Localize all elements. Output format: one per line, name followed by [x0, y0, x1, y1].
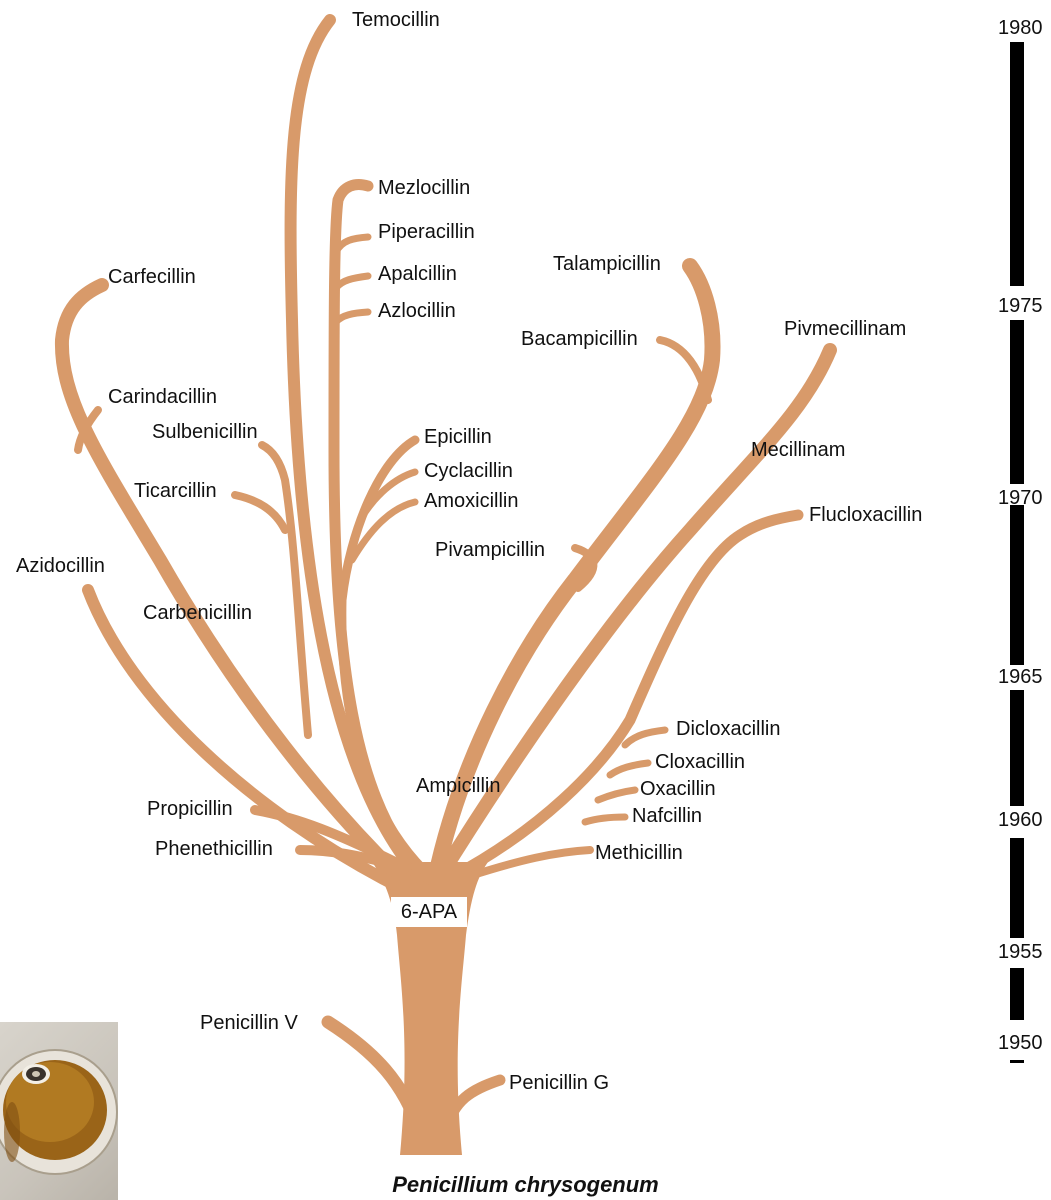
label-mezlocillin: Mezlocillin — [378, 178, 470, 198]
timeline-segment — [1010, 505, 1024, 665]
label-epicillin: Epicillin — [424, 427, 492, 447]
label-carindacillin: Carindacillin — [108, 387, 217, 407]
timeline-year-1970: 1970 — [998, 488, 1043, 508]
label-dicloxacillin: Dicloxacillin — [676, 719, 780, 739]
root-label-6-apa: 6-APA — [391, 897, 467, 927]
timeline-segment — [1010, 968, 1024, 1020]
mezlocillin-branch — [334, 185, 428, 878]
label-bacampicillin: Bacampicillin — [521, 329, 638, 349]
timeline-segment — [1010, 320, 1024, 484]
timeline-year-1955: 1955 — [998, 942, 1043, 962]
label-flucloxacillin: Flucloxacillin — [809, 505, 922, 525]
label-azidocillin: Azidocillin — [16, 556, 105, 576]
timeline-segment — [1010, 838, 1024, 938]
label-carfecillin: Carfecillin — [108, 267, 196, 287]
label-temocillin: Temocillin — [352, 10, 440, 30]
label-ampicillin: Ampicillin — [416, 776, 500, 796]
apalcillin-branch — [336, 276, 368, 288]
dicloxacillin-branch — [625, 730, 665, 745]
label-oxacillin: Oxacillin — [640, 779, 716, 799]
label-apalcillin: Apalcillin — [378, 264, 457, 284]
label-sulbenicillin: Sulbenicillin — [152, 422, 258, 442]
timeline-segment — [1010, 690, 1024, 806]
label-azlocillin: Azlocillin — [378, 301, 456, 321]
carfecillin-branch — [62, 285, 405, 882]
label-methicillin: Methicillin — [595, 843, 683, 863]
label-piperacillin: Piperacillin — [378, 222, 475, 242]
cloxacillin-branch — [610, 763, 648, 775]
oxacillin-branch — [598, 790, 635, 800]
timeline-segment — [1010, 42, 1024, 286]
timeline-year-1975: 1975 — [998, 296, 1043, 316]
species-caption: Penicillium chrysogenum — [0, 1172, 1051, 1198]
label-mecillinam: Mecillinam — [751, 440, 845, 460]
timeline-year-1965: 1965 — [998, 667, 1043, 687]
label-amoxicillin: Amoxicillin — [424, 491, 518, 511]
label-cyclacillin: Cyclacillin — [424, 461, 513, 481]
timeline-year-1950: 1950 — [998, 1033, 1043, 1053]
label-talampicillin: Talampicillin — [553, 254, 661, 274]
label-pivampicillin: Pivampicillin — [435, 540, 545, 560]
label-propicillin: Propicillin — [147, 799, 233, 819]
azlocillin-branch — [336, 312, 368, 322]
label-pivmecillinam: Pivmecillinam — [784, 319, 906, 339]
nafcillin-branch — [585, 817, 625, 822]
label-ticarcillin: Ticarcillin — [134, 481, 217, 501]
mecillinam-branch — [438, 350, 830, 880]
label-nafcillin: Nafcillin — [632, 806, 702, 826]
timeline-year-1980: 1980 — [998, 18, 1043, 38]
timeline-year-1960: 1960 — [998, 810, 1043, 830]
label-phenethicillin: Phenethicillin — [155, 839, 273, 859]
ticarcillin-branch — [235, 495, 285, 530]
label-penicillin-g: Penicillin G — [509, 1073, 609, 1093]
timeline-segment — [1010, 1060, 1024, 1063]
label-cloxacillin: Cloxacillin — [655, 752, 745, 772]
label-carbenicillin: Carbenicillin — [143, 603, 252, 623]
label-penicillin-v: Penicillin V — [200, 1013, 298, 1033]
epicillin-branch — [342, 440, 432, 878]
